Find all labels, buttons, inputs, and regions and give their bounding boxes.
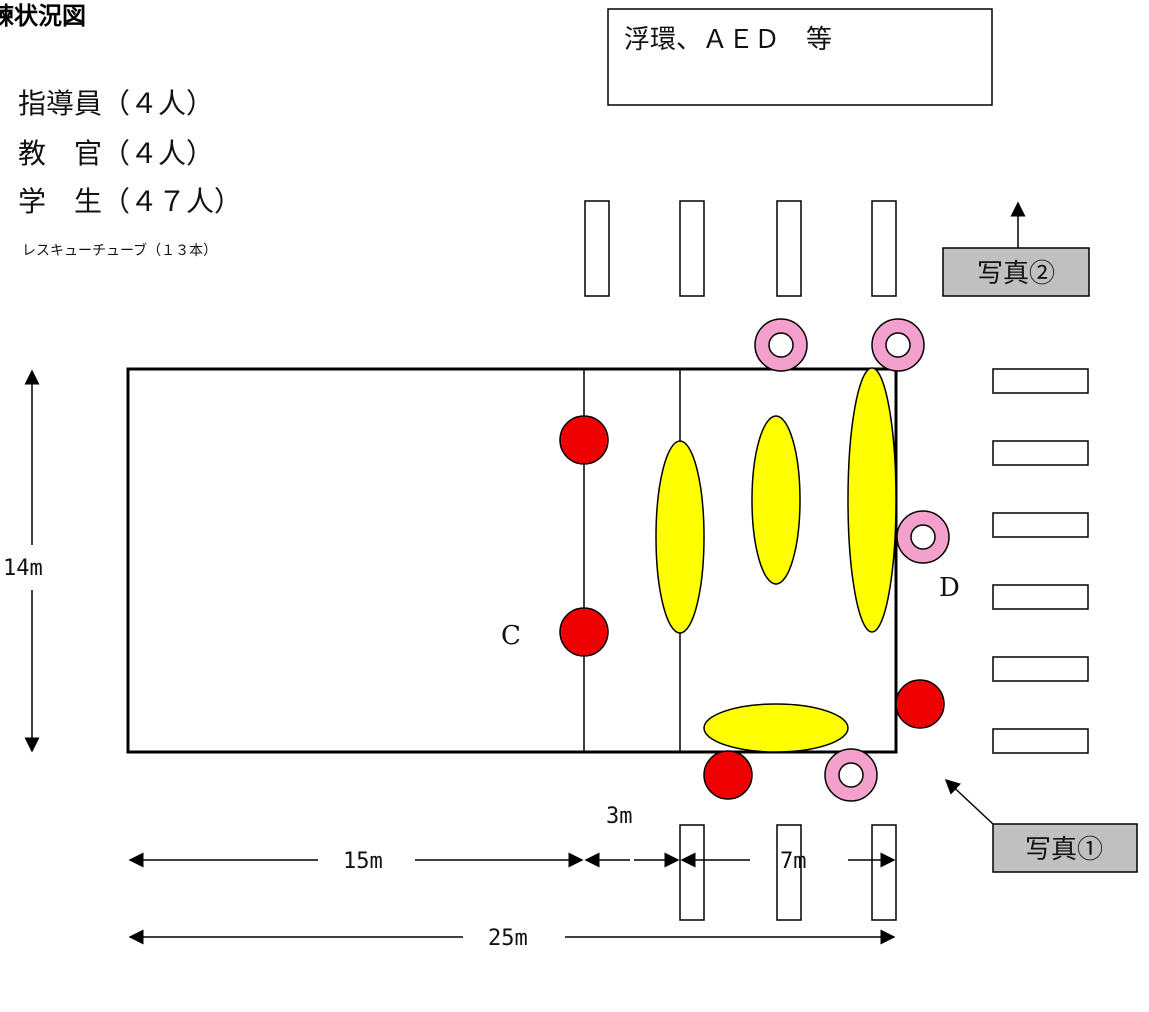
right-lane-markers [992, 368, 1089, 754]
life-ring-icon [754, 318, 808, 372]
lane-marker [584, 200, 610, 297]
diagram-title: 練状況図 [0, 2, 86, 30]
group-ellipse [847, 367, 897, 633]
personnel-students: 学 生（４７人） [18, 185, 242, 218]
personnel-officers: 教 官（４人） [18, 137, 214, 170]
photo1-label: 写真① [1025, 835, 1103, 865]
photo2-label: 写真② [977, 259, 1055, 289]
width-15m-label: 15m [343, 849, 383, 874]
lane-marker [992, 440, 1089, 466]
top-lane-markers [584, 200, 897, 297]
lane-marker [992, 368, 1089, 394]
red-position-markers [559, 415, 945, 800]
lane-marker [992, 728, 1089, 754]
lane-marker [679, 200, 705, 297]
lane-marker [992, 512, 1089, 538]
life-ring-icon [896, 510, 950, 564]
red-marker [895, 679, 945, 729]
personnel-instructors: 指導員（４人） [18, 87, 214, 120]
bottom-lane-markers [679, 824, 897, 921]
width-25m-label: 25m [488, 926, 528, 951]
rescue-tube-count: レスキューチューブ（１３本） [22, 242, 217, 259]
equipment-box [607, 8, 993, 106]
life-ring-icon [824, 748, 878, 802]
red-marker [559, 607, 609, 657]
red-marker [559, 415, 609, 465]
group-ellipse [751, 415, 801, 585]
lane-marker [679, 824, 705, 921]
red-marker [703, 750, 753, 800]
lane-marker [776, 200, 802, 297]
zone-label-c: C [501, 621, 521, 651]
lane-marker [992, 656, 1089, 682]
photo2-box [942, 247, 1090, 297]
width-3m-label: 3m [606, 804, 633, 829]
lane-marker [992, 584, 1089, 610]
zone-label-d: D [939, 573, 960, 603]
equipment-label: 浮環、ＡＥＤ 等 [624, 25, 832, 55]
depth-label: 14m [3, 556, 43, 581]
lane-marker [871, 824, 897, 921]
life-ring-icon [871, 318, 925, 372]
width-7m-label: 7m [780, 849, 807, 874]
yellow-group-markers [655, 367, 897, 753]
lane-marker [776, 824, 802, 921]
life-rings [754, 318, 950, 802]
photo1-arrow [944, 778, 994, 825]
lane-marker [871, 200, 897, 297]
photo1-box [992, 823, 1138, 873]
group-ellipse [655, 440, 705, 634]
group-ellipse [703, 703, 849, 753]
